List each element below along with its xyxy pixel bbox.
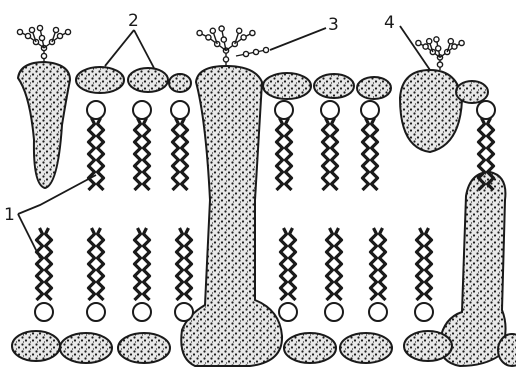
transmembrane-protein-right <box>440 172 506 366</box>
peripheral-protein-left <box>18 62 70 188</box>
label-peripheral-protein: 2 <box>128 11 139 31</box>
lipid-upper <box>133 101 151 190</box>
lipid-lower <box>415 228 433 321</box>
lipid-upper <box>275 101 293 190</box>
lipid-upper <box>361 101 379 190</box>
oligosaccharide-chain <box>197 26 255 66</box>
label-glycoprotein: 3 <box>328 15 339 35</box>
label-glycolipid: 4 <box>384 13 395 33</box>
lipid-upper <box>321 101 339 190</box>
lipid-lower <box>369 228 387 321</box>
transmembrane-protein-large <box>181 66 282 366</box>
oligosaccharide-branch <box>236 47 269 56</box>
integral-protein-right <box>400 70 462 152</box>
carbohydrate-chains <box>17 25 464 70</box>
lipid-lower <box>87 228 105 321</box>
label-lipid: 1 <box>4 205 15 225</box>
lipid-lower <box>325 228 343 321</box>
lipid-lower <box>175 228 193 321</box>
lipid-lower <box>35 228 53 321</box>
lipid-upper <box>171 101 189 190</box>
lipid-lower <box>279 228 297 321</box>
oligosaccharide-chain <box>17 25 70 62</box>
oligosaccharide-chain <box>416 37 464 70</box>
lipid-upper <box>87 101 105 190</box>
lipid-lower <box>133 228 151 321</box>
